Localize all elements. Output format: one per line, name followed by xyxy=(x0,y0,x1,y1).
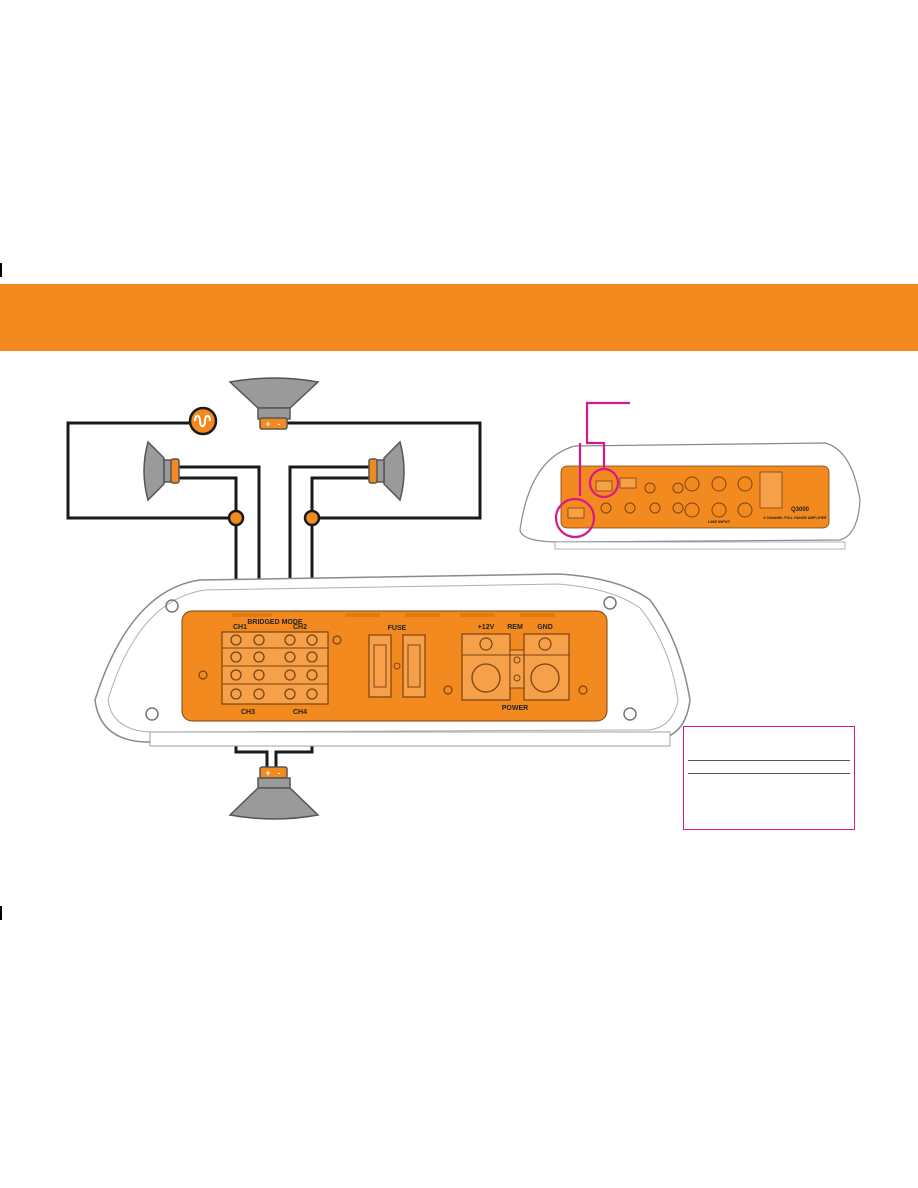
mini-amp-line-input: LINE INPUT xyxy=(708,519,731,524)
note-divider-1 xyxy=(688,760,850,761)
power-label: POWER xyxy=(502,705,528,712)
junction-dot-left xyxy=(227,509,245,527)
left-speaker-icon xyxy=(143,440,180,502)
top-speaker-plus: + xyxy=(265,419,270,429)
fuse-holders: FUSE xyxy=(368,625,426,698)
mini-amplifier: Q3000 4 CHANNEL FULL RANGE AMPLIFIER LIN… xyxy=(519,442,861,550)
power-rem-label: REM xyxy=(507,624,523,631)
power-terminal-block: +12V REM GND POWER xyxy=(461,624,570,712)
terminal-ch3-label: CH3 xyxy=(241,709,255,716)
bridged-mode-label: BRIDGED MODE xyxy=(247,619,303,626)
top-speaker-icon: + - xyxy=(228,377,320,430)
bottom-speaker-minus: - xyxy=(278,768,281,778)
note-box xyxy=(683,726,855,830)
bottom-speaker-icon: + - xyxy=(228,766,320,820)
note-divider-2 xyxy=(688,773,850,774)
mini-amp-model: Q3000 xyxy=(791,507,810,513)
fuse-label: FUSE xyxy=(388,625,407,632)
power-gnd-label: GND xyxy=(537,624,553,631)
terminal-ch1-label: CH1 xyxy=(233,624,247,631)
junction-dot-right xyxy=(303,509,321,527)
right-speaker-icon xyxy=(368,440,405,502)
bottom-speaker-plus: + xyxy=(265,768,270,778)
speaker-terminal-block: CH1 BRIDGED MODE CH2 CH3 CH4 xyxy=(221,619,329,716)
power-plus12-label: +12V xyxy=(478,624,495,631)
speaker-wires xyxy=(66,421,482,770)
terminal-ch4-label: CH4 xyxy=(293,709,307,716)
header-banner xyxy=(0,284,918,351)
mini-amp-subtitle: 4 CHANNEL FULL RANGE AMPLIFIER xyxy=(763,516,827,520)
crossover-coil-icon xyxy=(188,406,218,436)
top-speaker-minus: - xyxy=(278,419,281,429)
crop-mark-top xyxy=(0,263,2,277)
switch-callout xyxy=(554,401,630,539)
terminal-ch2-label: CH2 xyxy=(293,624,307,631)
crop-mark-bottom xyxy=(0,906,2,920)
panel-screws xyxy=(198,635,588,695)
